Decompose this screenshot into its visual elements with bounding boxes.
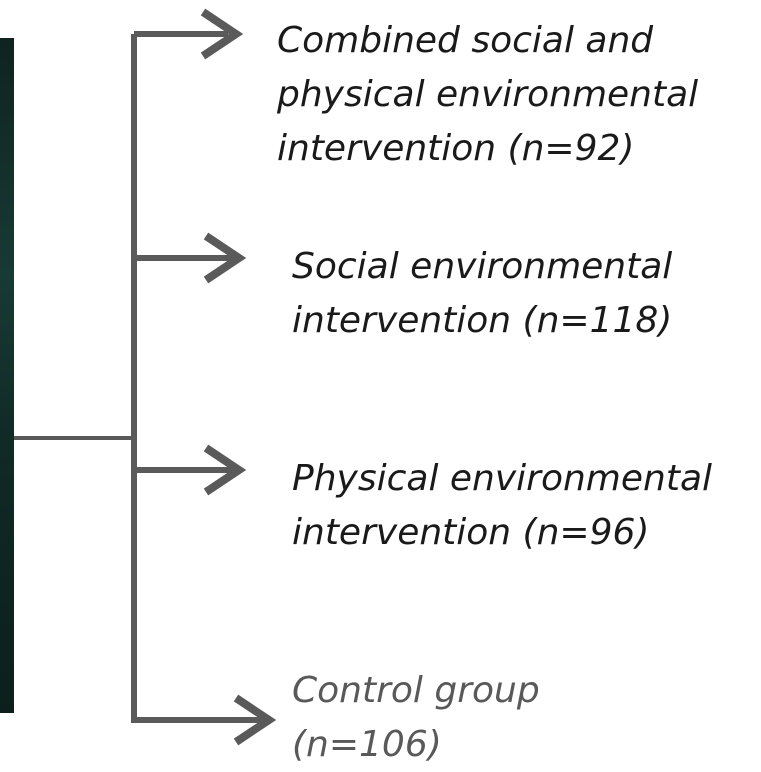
arrow-physical bbox=[134, 444, 247, 496]
arrow-control bbox=[134, 694, 277, 746]
social-intervention-label: Social environmental intervention (n=118… bbox=[292, 246, 673, 341]
left-panel-image bbox=[0, 38, 14, 713]
arrow-social bbox=[134, 232, 247, 284]
arrow-combined bbox=[134, 8, 244, 60]
physical-intervention-label: Physical environmental intervention (n=9… bbox=[292, 458, 713, 553]
control-group-label: Control group (n=106) bbox=[292, 670, 540, 765]
combined-intervention-label: Combined social and physical environment… bbox=[277, 20, 699, 169]
